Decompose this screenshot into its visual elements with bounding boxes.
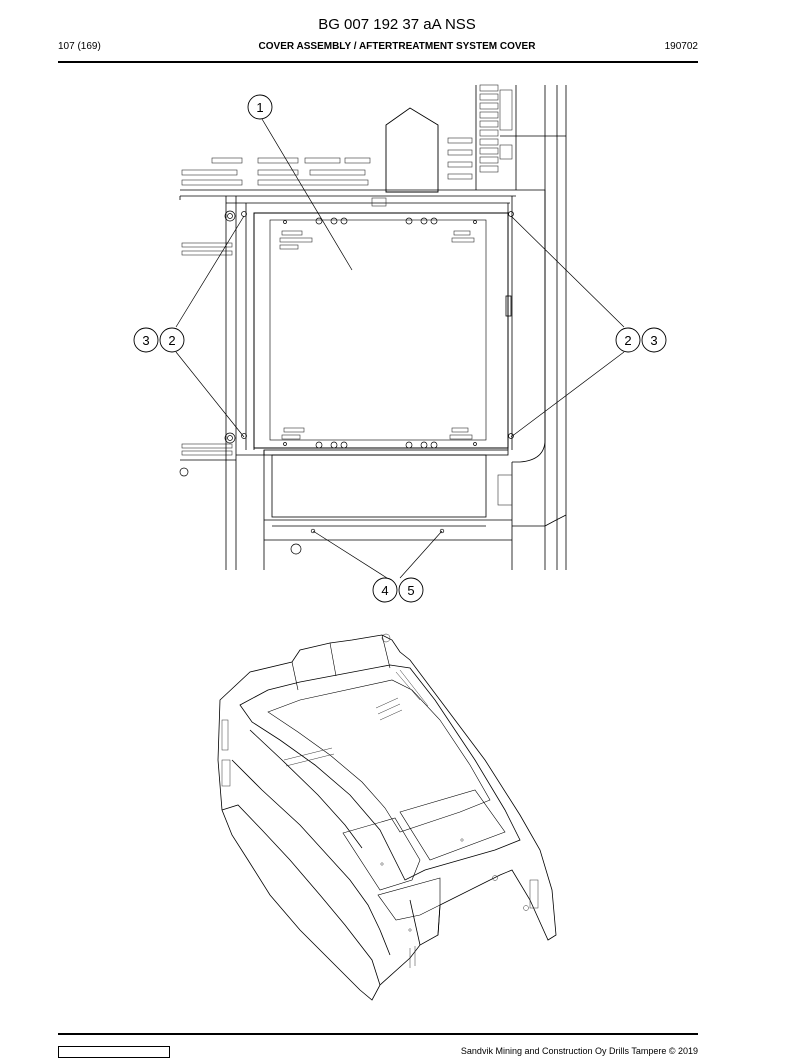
section-title: COVER ASSEMBLY / AFTERTREATMENT SYSTEM C…	[258, 41, 536, 52]
date-code: 190702	[664, 41, 698, 52]
svg-text:5: 5	[407, 583, 414, 598]
svg-text:3: 3	[650, 333, 657, 348]
page-number: 107 (169)	[58, 41, 101, 52]
callouts: 1 3 2 2 3 4 5	[133, 94, 667, 603]
svg-text:2: 2	[168, 333, 175, 348]
svg-text:3: 3	[142, 333, 149, 348]
callout-5: 5	[398, 577, 424, 603]
callout-2-right: 2	[615, 327, 641, 353]
cover-top-view	[179, 84, 567, 570]
svg-text:1: 1	[256, 100, 263, 115]
leader-lines	[175, 118, 625, 579]
brand-logo	[58, 1046, 170, 1058]
parts-drawing: 1 3 2 2 3 4 5	[133, 84, 667, 1001]
callout-3-left: 3	[133, 327, 159, 353]
callout-2-left: 2	[159, 327, 185, 353]
callout-1: 1	[247, 94, 273, 120]
document-title: BG 007 192 37 aA NSS	[318, 16, 476, 33]
callout-3-right: 3	[641, 327, 667, 353]
cover-isometric-view	[217, 633, 557, 1001]
header-rule	[58, 61, 698, 63]
copyright-text: Sandvik Mining and Construction Oy Drill…	[460, 1046, 698, 1056]
svg-text:4: 4	[381, 583, 388, 598]
footer-rule	[58, 1033, 698, 1035]
callout-4: 4	[372, 577, 398, 603]
svg-text:2: 2	[624, 333, 631, 348]
